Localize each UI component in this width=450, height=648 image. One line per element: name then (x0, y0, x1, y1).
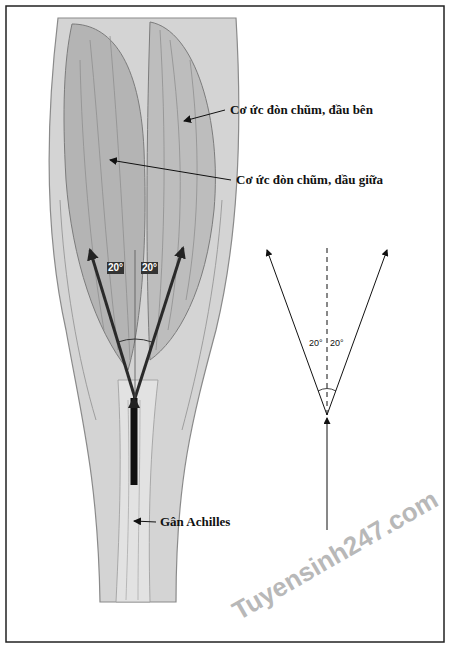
callout-label: Cơ ức đòn chũm, đầu bên (230, 102, 373, 118)
watermark: Tuyensinh247.com (227, 484, 444, 627)
angle-arc (118, 339, 152, 342)
vector-diagram (267, 245, 387, 530)
frame (6, 6, 444, 642)
force-arrow (135, 248, 183, 398)
callout-label: Gân Achilles (160, 514, 230, 530)
axis-line (135, 250, 136, 398)
angle-label: 20° (141, 262, 158, 274)
leader-line (110, 160, 231, 180)
force-arrow (90, 250, 135, 398)
angle-label: 20° (330, 338, 344, 349)
callout-label: Cơ ức đòn chũm, dầu giữa (236, 172, 383, 188)
angle-label: 20° (309, 338, 323, 349)
angle-label: 20° (107, 262, 124, 274)
lateral-head (147, 22, 215, 360)
medial-head (64, 24, 145, 370)
leader-line (134, 521, 156, 522)
leader-line (184, 110, 225, 121)
resultant-arrow (131, 398, 138, 485)
muscle-texture (60, 30, 222, 430)
achilles-tendon (116, 380, 158, 602)
leg-outline (49, 18, 239, 602)
